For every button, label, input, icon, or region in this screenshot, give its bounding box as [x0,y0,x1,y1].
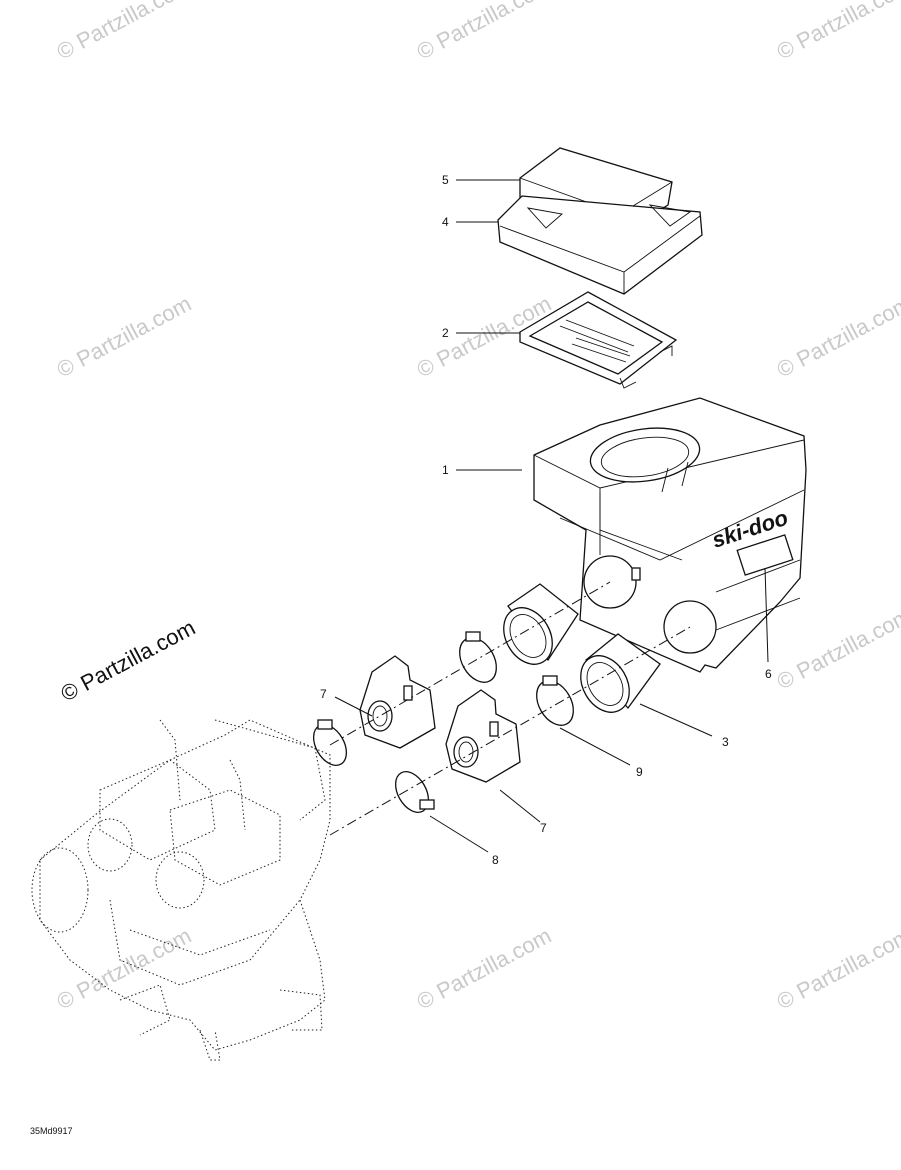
callout-4: 4 [442,215,449,229]
callout-7-upper: 7 [320,687,327,701]
part-9-clamp-upper [459,631,497,683]
callout-leaders [334,179,769,853]
callout-6: 6 [765,667,772,681]
part-4-filter-frame [497,195,703,295]
part-7-carburetor-lower [445,689,521,783]
callout-labels: 5 4 2 1 6 3 9 7 7 8 [320,173,772,867]
watermark: © Partzilla.com [773,923,901,1015]
part-2-support-plate [519,291,678,389]
main-watermark: © Partzilla.com [57,615,200,707]
callout-8: 8 [492,853,499,867]
part-9-clamp-lower [536,675,574,726]
callout-9: 9 [636,765,643,779]
watermark: © Partzilla.com [413,923,556,1015]
engine-reference-outline [31,719,331,1061]
watermark: © Partzilla.com [773,603,901,695]
watermark: © Partzilla.com [53,923,196,1015]
part-3-rubber-adaptor-upper [503,583,579,665]
callout-2: 2 [442,326,449,340]
figure-code: 35Md9917 [30,1126,73,1136]
callout-3: 3 [722,735,729,749]
watermark: © Partzilla.com [773,0,901,64]
watermark: © Partzilla.com [53,0,196,64]
part-8-clamp-lower [394,771,435,813]
part-1-air-silencer: ski-doo [533,397,807,673]
watermark: © Partzilla.com [53,291,196,383]
part-3-rubber-adaptor-lower [580,633,661,713]
callout-7-lower: 7 [540,821,547,835]
part-7-carburetor-upper [359,655,436,749]
watermark: © Partzilla.com [773,291,901,383]
assembly-centerlines [329,581,691,836]
callout-5: 5 [442,173,449,187]
callout-1: 1 [442,463,449,477]
watermark: © Partzilla.com [413,0,556,64]
